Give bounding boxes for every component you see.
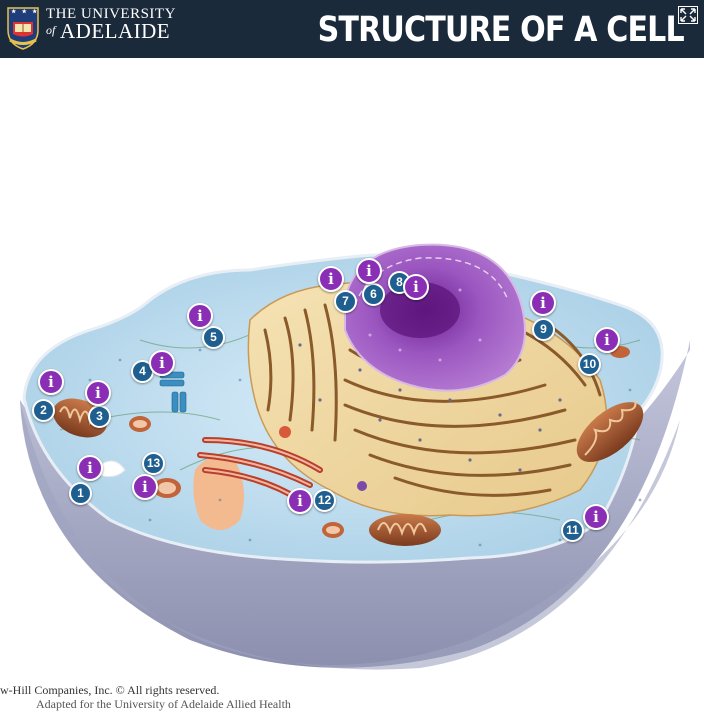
info-glyph: i bbox=[328, 270, 334, 288]
info-glyph: i bbox=[142, 478, 148, 496]
mitochondrion-right bbox=[576, 399, 644, 462]
university-name-line2: ADELAIDE bbox=[60, 19, 171, 43]
marker-number-13: 13 bbox=[142, 452, 165, 475]
info-glyph: i bbox=[197, 307, 203, 325]
info-icon-3[interactable]: i bbox=[85, 380, 111, 406]
marker-number-12: 12 bbox=[313, 489, 336, 512]
marker-number-1: 1 bbox=[69, 482, 92, 505]
header-bar: THE UNIVERSITY of ADELAIDE STRUCTURE OF … bbox=[0, 0, 704, 58]
info-icon-5[interactable]: i bbox=[187, 303, 213, 329]
adapted-credit-text: Adapted for the University of Adelaide A… bbox=[36, 697, 291, 711]
mitochondrion-bottom bbox=[369, 514, 441, 546]
fullscreen-icon[interactable] bbox=[678, 6, 698, 24]
info-icon-1[interactable]: i bbox=[77, 455, 103, 481]
university-name-line1: THE UNIVERSITY bbox=[46, 6, 176, 22]
university-name-of: of bbox=[46, 23, 56, 37]
info-icon-6[interactable]: i bbox=[356, 258, 382, 284]
info-icon-4[interactable]: i bbox=[149, 350, 175, 376]
lysosomes bbox=[129, 346, 630, 538]
info-glyph: i bbox=[593, 508, 599, 526]
info-icon-13[interactable]: i bbox=[132, 474, 158, 500]
marker-number-5: 5 bbox=[202, 326, 225, 349]
info-glyph: i bbox=[604, 331, 610, 349]
cell-membrane-base bbox=[20, 340, 690, 668]
marker-number-6: 6 bbox=[362, 283, 385, 306]
info-glyph: i bbox=[540, 294, 546, 312]
info-icon-11[interactable]: i bbox=[583, 504, 609, 530]
info-icon-8[interactable]: i bbox=[403, 274, 429, 300]
marker-number-2: 2 bbox=[32, 399, 55, 422]
info-glyph: i bbox=[87, 459, 93, 477]
info-glyph: i bbox=[297, 492, 303, 510]
info-icon-7[interactable]: i bbox=[318, 266, 344, 292]
info-glyph: i bbox=[413, 278, 419, 296]
page-title: STRUCTURE OF A CELL bbox=[317, 10, 685, 50]
copyright-text: ow-Hill Companies, Inc. © All rights res… bbox=[0, 683, 220, 697]
info-icon-10[interactable]: i bbox=[594, 327, 620, 353]
marker-number-3: 3 bbox=[88, 405, 111, 428]
university-crest-logo bbox=[7, 7, 39, 50]
info-icon-2[interactable]: i bbox=[38, 369, 64, 395]
cell-diagram bbox=[20, 243, 690, 670]
info-glyph: i bbox=[48, 373, 54, 391]
info-glyph: i bbox=[366, 262, 372, 280]
info-icon-12[interactable]: i bbox=[287, 488, 313, 514]
info-glyph: i bbox=[95, 384, 101, 402]
marker-number-4: 4 bbox=[131, 360, 154, 383]
info-icon-9[interactable]: i bbox=[530, 290, 556, 316]
marker-number-10: 10 bbox=[578, 353, 601, 376]
marker-number-11: 11 bbox=[561, 519, 584, 542]
marker-number-9: 9 bbox=[532, 318, 555, 341]
marker-number-7: 7 bbox=[334, 290, 357, 313]
info-glyph: i bbox=[159, 354, 165, 372]
